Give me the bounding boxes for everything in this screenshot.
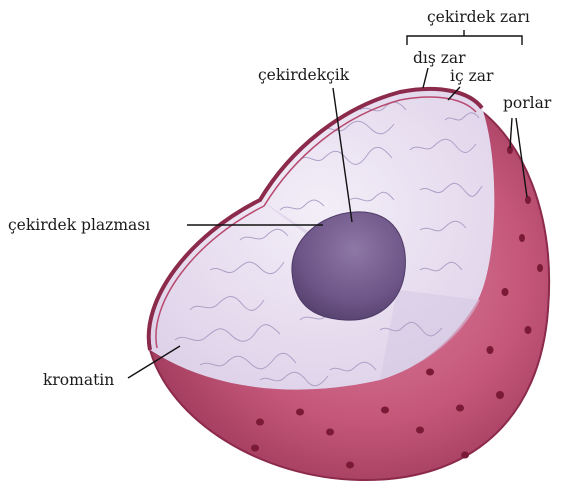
label-nucleolus: çekirdekçik — [258, 66, 350, 84]
label-pores: porlar — [503, 94, 552, 112]
label-outer-membrane: dış zar — [413, 49, 466, 67]
label-nucleoplasm: çekirdek plazması — [8, 216, 150, 234]
leader-outer-membrane — [423, 68, 428, 88]
label-chromatin: kromatin — [43, 371, 114, 389]
bracket-nuclear-envelope — [407, 30, 522, 45]
label-nuclear-envelope: çekirdek zarı — [427, 8, 530, 26]
label-inner-membrane: iç zar — [450, 67, 494, 85]
